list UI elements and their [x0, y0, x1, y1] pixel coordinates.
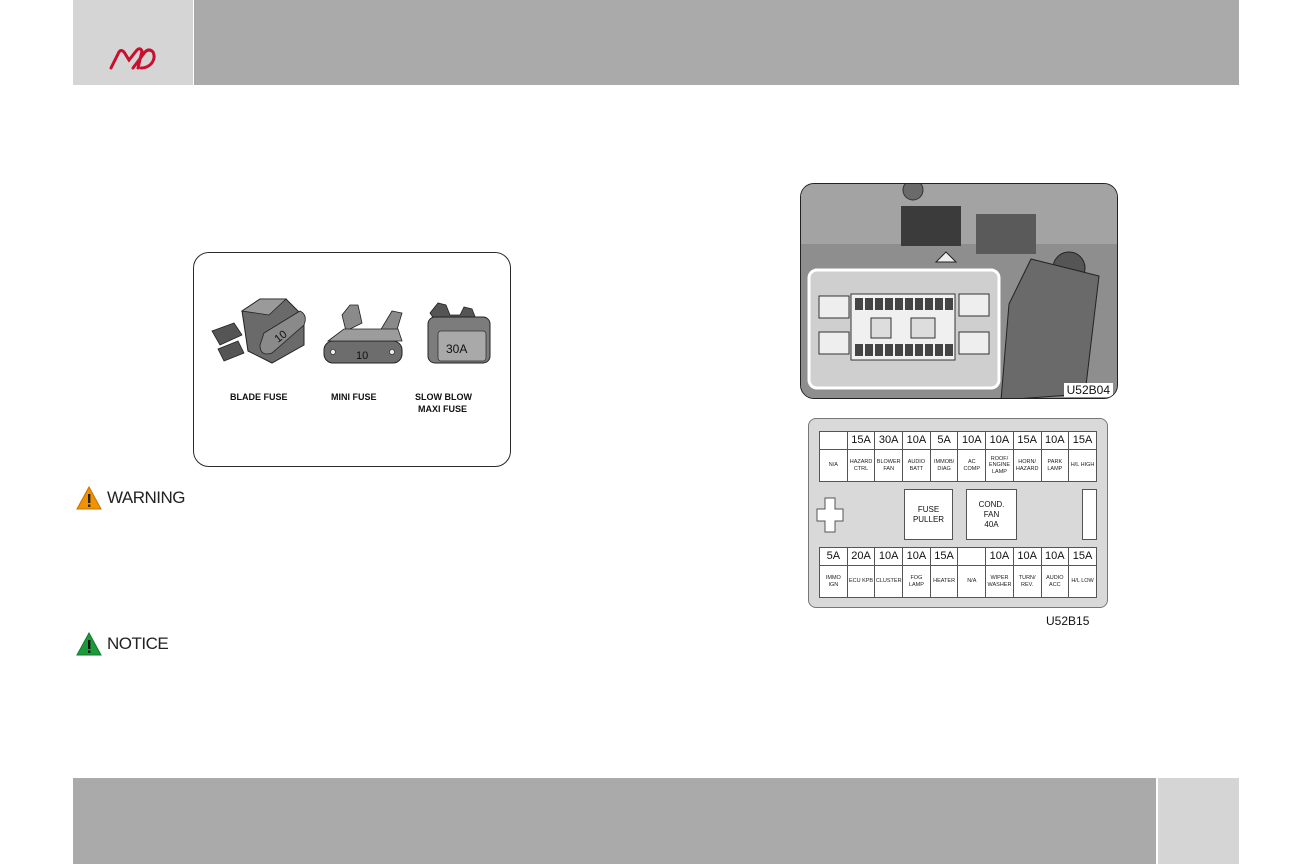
- fuse-rating: 5A: [930, 432, 958, 450]
- fuse-label: PARK LAMP: [1047, 459, 1063, 472]
- fuse-label: FOG LAMP: [908, 575, 924, 588]
- fuse-rating: 10A: [1041, 432, 1069, 450]
- fuse-puller-line2: PULLER: [912, 514, 945, 524]
- notice-sign: NOTICE: [76, 631, 169, 661]
- mini-fuse-icon: [323, 304, 403, 364]
- fuse-slot: 15A H/L LOW: [1068, 547, 1097, 598]
- fuse-slot: 10A ROOF/ ENGINE LAMP: [985, 431, 1014, 482]
- maxi-fuse-icon: [427, 302, 491, 364]
- maxi-fuse-label-line1: SLOW BLOW: [415, 392, 472, 402]
- fuse-label: HORN/ HAZARD: [1015, 459, 1039, 472]
- dashboard-photo-image: [801, 184, 1117, 398]
- fuse-rating: 15A: [1069, 432, 1096, 450]
- cond-fan-box: COND. FAN 40A: [966, 489, 1017, 540]
- fuse-label: AUDIO ACC: [1046, 575, 1064, 588]
- fuse-slot: N/A: [819, 431, 848, 482]
- fuse-label: IMMOB/ DIAG: [934, 459, 955, 472]
- fuse-label: HEATER: [933, 578, 956, 585]
- fuse-rating: 15A: [930, 548, 958, 566]
- fuse-label: WIPER WASHER: [987, 575, 1012, 588]
- fuse-slot: 10A TURN/ REV.: [1012, 547, 1042, 598]
- mini-fuse-number: 10: [356, 350, 369, 362]
- fuse-slot: 10A CLUSTER: [874, 547, 904, 598]
- cond-fan-line3: 40A: [984, 519, 999, 529]
- fuse-slot: 15A H/L HIGH: [1068, 431, 1097, 482]
- warning-label: WARNING: [107, 488, 186, 507]
- fuse-rating: 20A: [847, 548, 875, 566]
- fuse-slot: 5A IMMO IGN: [819, 547, 848, 598]
- maxi-fuse-label-line2: MAXI FUSE: [418, 404, 468, 414]
- fuse-slot: 15A HAZARD CTRL: [846, 431, 876, 482]
- fuse-drawings: 10: [211, 298, 491, 364]
- fuse-slot: 10A AUDIO BATT: [902, 431, 931, 482]
- fuse-label: AC COMP: [963, 459, 981, 472]
- fuse-types-illustration: 10 10 30A BLADE FUSE MINI FUSE SLOW BLOW…: [193, 252, 511, 467]
- footer-page-area: [1158, 778, 1239, 864]
- fuse-box-location-photo: U52B04: [800, 183, 1118, 399]
- warning-sign: WARNING: [76, 485, 186, 515]
- fuse-rating: 15A: [1013, 432, 1041, 450]
- fuse-slot: 5A IMMOB/ DIAG: [929, 431, 959, 482]
- fuse-label: ROOF/ ENGINE LAMP: [988, 455, 1011, 475]
- fuse-rating: 15A: [847, 432, 875, 450]
- fuse-rating: 10A: [903, 432, 930, 450]
- cond-fan-line1: COND.: [978, 499, 1005, 509]
- fuse-rating: 10A: [1013, 548, 1041, 566]
- fuse-rating: [820, 432, 847, 450]
- fuse-slot: 15A HORN/ HAZARD: [1012, 431, 1042, 482]
- fuse-rating: 30A: [875, 432, 903, 450]
- fuse-slot: 10A AUDIO ACC: [1040, 547, 1070, 598]
- fuse-rating: 10A: [986, 432, 1013, 450]
- fuse-rating: 10A: [958, 432, 986, 450]
- fuse-label: H/L LOW: [1071, 578, 1094, 585]
- fuse-label: N/A: [967, 578, 977, 585]
- warning-triangle-icon: [76, 485, 102, 510]
- fuse-rating: 10A: [986, 548, 1013, 566]
- fuse-slot: 15A HEATER: [929, 547, 959, 598]
- fuse-rating: 5A: [820, 548, 847, 566]
- connector-icon: [816, 497, 844, 533]
- bottom-fuse-row: 5A IMMO IGN 20A ECU KPB 10A CLUSTER 10A FOG LAM…: [819, 547, 1097, 598]
- fuse-slot: 10A WIPER WASHER: [985, 547, 1014, 598]
- maxi-fuse-rating: 30A: [446, 342, 468, 356]
- fuse-rating: [958, 548, 986, 566]
- fuse-label: HAZARD CTRL: [849, 459, 873, 472]
- fuse-rating: 15A: [1069, 548, 1096, 566]
- fuse-puller-box: FUSE PULLER: [904, 489, 953, 540]
- fuse-rating: 10A: [875, 548, 903, 566]
- fuse-label: ECU KPB: [848, 578, 874, 585]
- mini-fuse-label: MINI FUSE: [331, 392, 377, 402]
- fuse-slot: 10A PARK LAMP: [1040, 431, 1070, 482]
- svg-text:10: 10: [272, 328, 289, 345]
- fuse-slot: 10A AC COMP: [957, 431, 987, 482]
- spare-slot: [1082, 489, 1097, 540]
- panel-code: U52B15: [1046, 614, 1090, 628]
- fuse-puller-line1: FUSE: [917, 504, 940, 514]
- fuse-slot: 10A FOG LAMP: [902, 547, 931, 598]
- blade-fuse-label: BLADE FUSE: [230, 392, 288, 402]
- fuse-slot: 30A BLOWER FAN: [874, 431, 904, 482]
- fuse-label: BLOWER FAN: [876, 459, 901, 472]
- fuse-label: TURN/ REV.: [1018, 575, 1036, 588]
- notice-triangle-icon: [76, 631, 102, 656]
- blade-fuse-icon: 10: [211, 298, 306, 364]
- fuse-label: CLUSTER: [875, 578, 902, 585]
- fuse-slot: N/A: [957, 547, 987, 598]
- fuse-rating: 10A: [903, 548, 930, 566]
- fuse-label: AUDIO BATT: [907, 459, 926, 472]
- photo-code: U52B04: [1063, 383, 1113, 397]
- fuse-label: H/L HIGH: [1070, 462, 1095, 469]
- notice-label: NOTICE: [107, 634, 169, 653]
- fuse-rating: 10A: [1041, 548, 1069, 566]
- mahindra-logo-icon: [109, 47, 156, 70]
- fuse-slot: 20A ECU KPB: [846, 547, 876, 598]
- footer-bar: [73, 778, 1156, 864]
- fuse-label: N/A: [828, 462, 838, 469]
- header-logo-area: [73, 0, 193, 85]
- cond-fan-line2: FAN: [983, 509, 1000, 519]
- fuse-label: IMMO IGN: [825, 575, 841, 588]
- header-bar: [194, 0, 1239, 85]
